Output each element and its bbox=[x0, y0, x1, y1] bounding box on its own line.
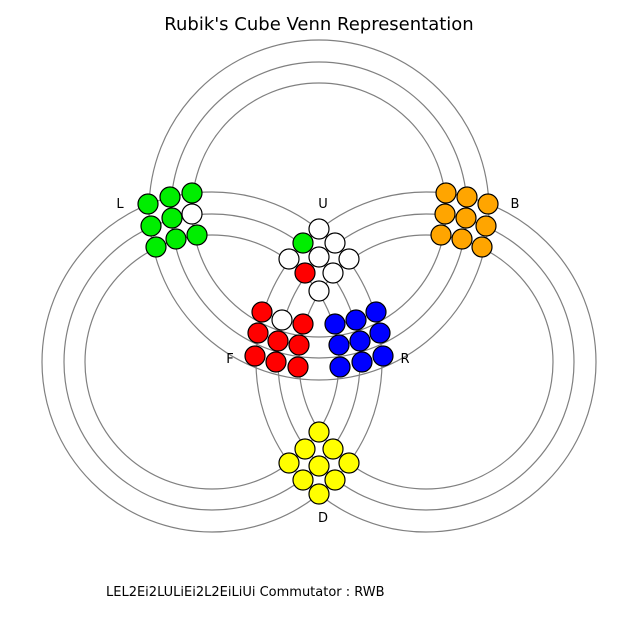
sticker-d-7 bbox=[324, 469, 346, 491]
caption: LEL2Ei2LULiEi2L2EiLiUi Commutator : RWB bbox=[106, 585, 385, 600]
sticker-u-2 bbox=[338, 248, 360, 270]
sticker-f-5 bbox=[288, 334, 310, 356]
sticker-f-4 bbox=[265, 351, 287, 373]
sticker-r-4 bbox=[349, 330, 371, 352]
sticker-b-7 bbox=[451, 228, 473, 250]
sticker-r-1 bbox=[345, 309, 367, 331]
sticker-l-5 bbox=[145, 236, 167, 258]
sticker-u-4 bbox=[308, 280, 330, 302]
sticker-r-3 bbox=[328, 334, 350, 356]
sticker-r-2 bbox=[365, 301, 387, 323]
sticker-d-6 bbox=[292, 469, 314, 491]
diagram-title: Rubik's Cube Venn Representation bbox=[164, 14, 473, 35]
sticker-u-5 bbox=[278, 248, 300, 270]
sticker-d-0 bbox=[308, 421, 330, 443]
sticker-group bbox=[137, 182, 499, 505]
sticker-b-0 bbox=[435, 182, 457, 204]
sticker-r-6 bbox=[329, 356, 351, 378]
sticker-l-3 bbox=[140, 215, 162, 237]
sticker-d-1 bbox=[294, 438, 316, 460]
sticker-f-7 bbox=[292, 313, 314, 335]
sticker-d-8 bbox=[308, 483, 330, 505]
face-label-f: F bbox=[226, 352, 233, 367]
sticker-d-2 bbox=[322, 438, 344, 460]
face-label-r: R bbox=[400, 352, 409, 367]
sticker-f-1 bbox=[247, 322, 269, 344]
sticker-l-7 bbox=[186, 224, 208, 246]
sticker-u-6 bbox=[308, 246, 330, 268]
sticker-u-0 bbox=[308, 218, 330, 240]
face-label-b: B bbox=[511, 197, 520, 212]
sticker-u-1 bbox=[324, 232, 346, 254]
sticker-b-1 bbox=[456, 186, 478, 208]
face-label-l: L bbox=[116, 197, 124, 212]
sticker-u-3 bbox=[322, 262, 344, 284]
face-label-d: D bbox=[318, 511, 328, 526]
sticker-d-3 bbox=[278, 452, 300, 474]
sticker-f-3 bbox=[267, 330, 289, 352]
sticker-u-7 bbox=[292, 232, 314, 254]
sticker-d-4 bbox=[308, 455, 330, 477]
sticker-l-8 bbox=[181, 203, 203, 225]
sticker-l-2 bbox=[181, 182, 203, 204]
sticker-b-2 bbox=[477, 193, 499, 215]
sticker-b-4 bbox=[455, 207, 477, 229]
sticker-b-3 bbox=[434, 203, 456, 225]
sticker-f-8 bbox=[271, 309, 293, 331]
sticker-u-8 bbox=[294, 262, 316, 284]
sticker-r-5 bbox=[369, 322, 391, 344]
sticker-f-0 bbox=[251, 301, 273, 323]
sticker-l-0 bbox=[137, 193, 159, 215]
face-label-u: U bbox=[318, 197, 328, 212]
sticker-l-1 bbox=[159, 186, 181, 208]
sticker-l-4 bbox=[161, 207, 183, 229]
sticker-b-8 bbox=[471, 236, 493, 258]
sticker-b-5 bbox=[475, 215, 497, 237]
sticker-b-6 bbox=[430, 224, 452, 246]
sticker-d-5 bbox=[338, 452, 360, 474]
sticker-r-0 bbox=[324, 313, 346, 335]
sticker-r-8 bbox=[372, 345, 394, 367]
sticker-r-7 bbox=[351, 351, 373, 373]
sticker-f-2 bbox=[244, 345, 266, 367]
sticker-l-6 bbox=[165, 228, 187, 250]
sticker-f-6 bbox=[287, 356, 309, 378]
